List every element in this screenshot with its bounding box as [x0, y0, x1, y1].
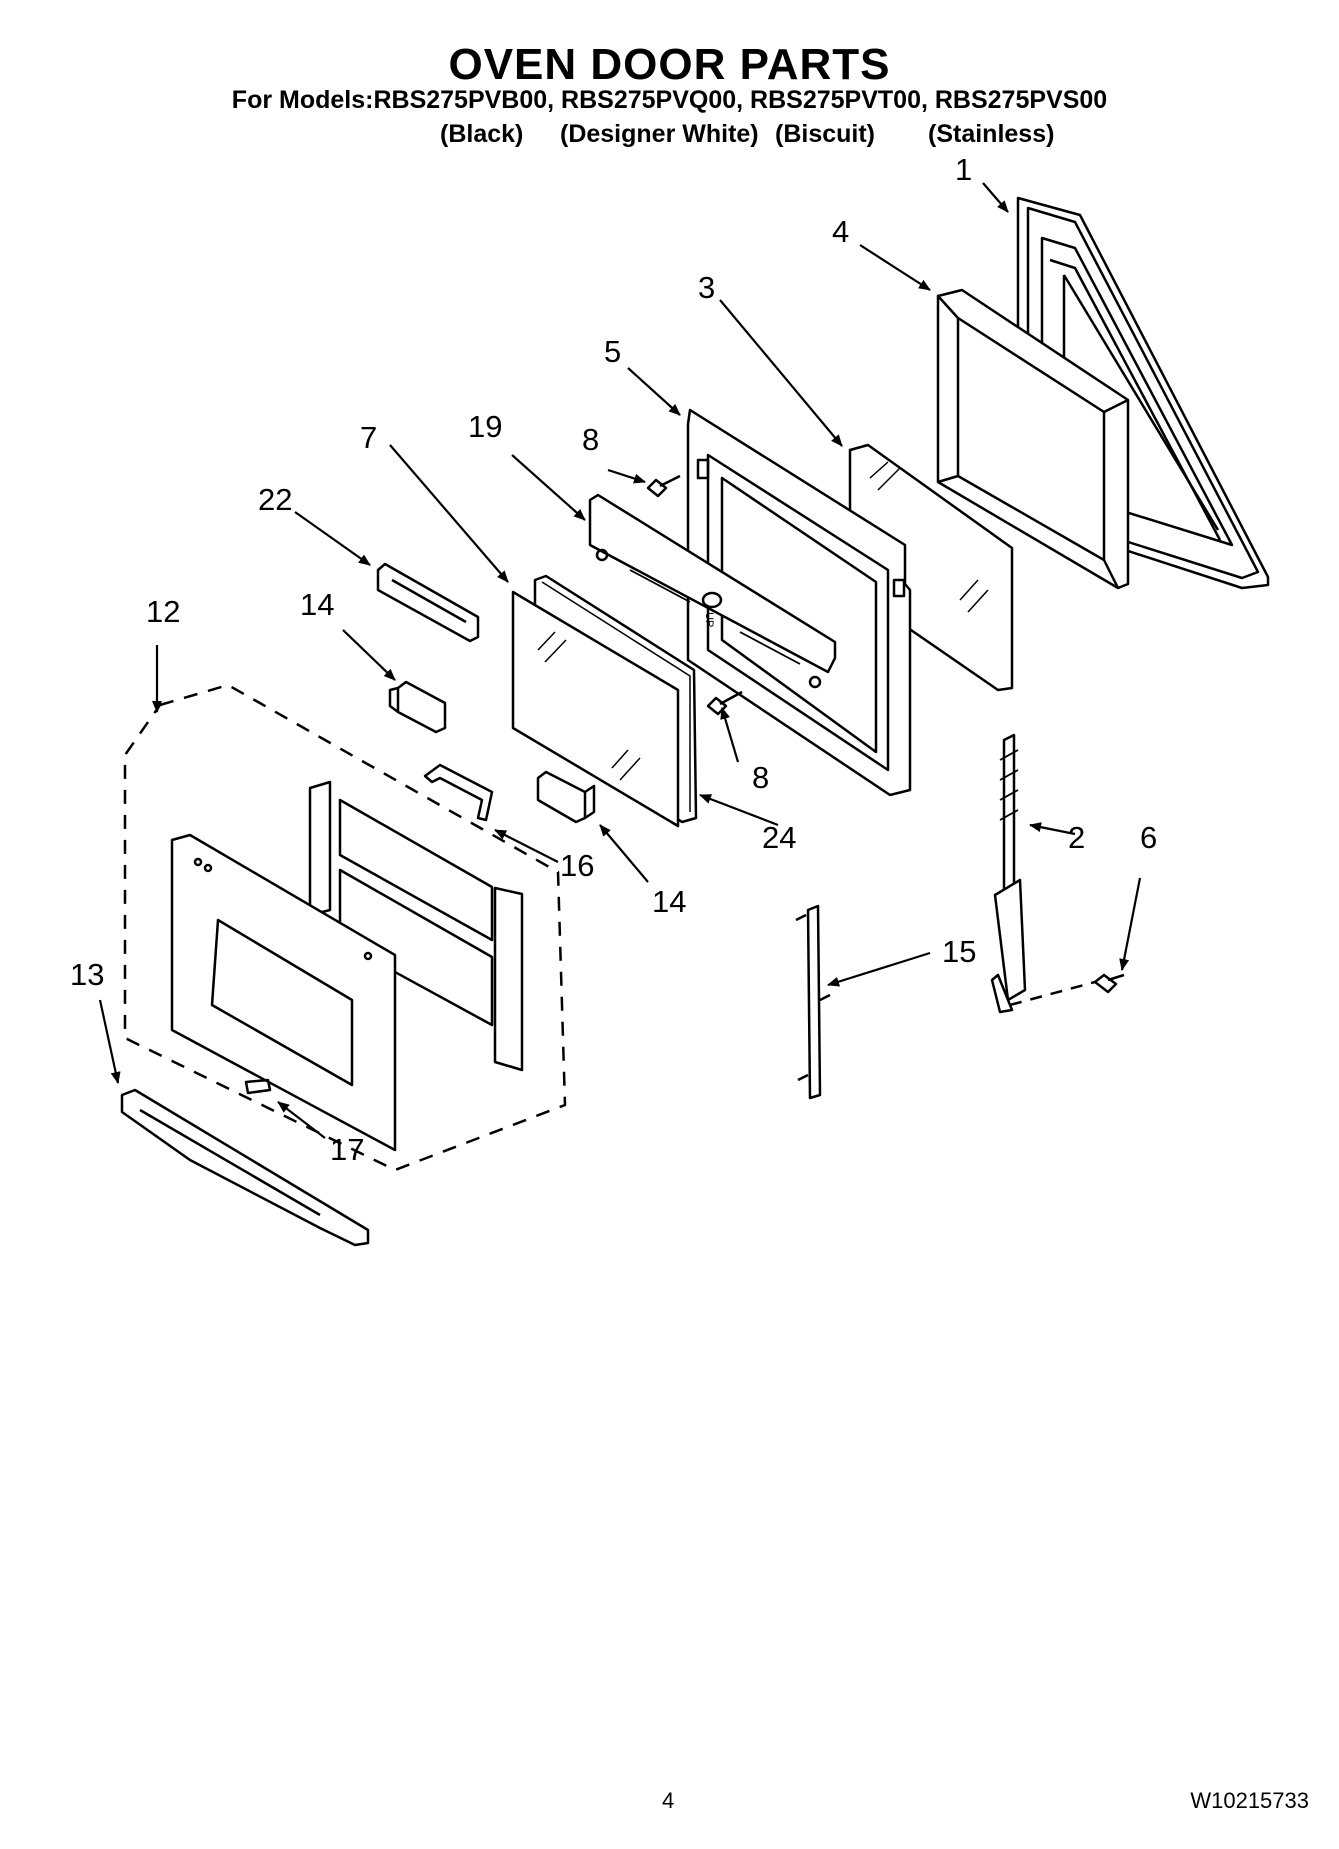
variant-stainless: (Stainless)	[928, 120, 1055, 148]
callout-2: 2	[1068, 820, 1085, 855]
callout-6: 6	[1140, 820, 1157, 855]
callout-3: 3	[698, 270, 715, 305]
callout-22: 22	[258, 482, 292, 517]
callout-4: 4	[832, 214, 849, 249]
part-6-screw	[1093, 973, 1125, 994]
part-13-door-handle	[120, 1088, 370, 1247]
part-7-inner-door-glass	[511, 590, 680, 828]
callout-14-upper: 14	[300, 587, 334, 622]
callout-19: 19	[468, 409, 502, 444]
callout-5: 5	[604, 334, 621, 369]
callout-numbers: 1 4 3 5 19 8 7 22 14 12 8 24 2 6 16 14 1…	[70, 152, 1157, 1167]
variant-designer-white: (Designer White)	[560, 120, 759, 148]
callout-17: 17	[330, 1132, 364, 1167]
variant-black: (Black)	[440, 120, 524, 148]
outer-door-frame	[308, 780, 524, 1072]
callout-leader-lines	[98, 182, 1142, 1139]
part-15-door-spring	[795, 904, 831, 1100]
up-marking: UP	[703, 612, 715, 627]
callout-1: 1	[955, 152, 972, 187]
document-number: W10215733	[1190, 1788, 1309, 1813]
variant-biscuit: (Biscuit)	[775, 120, 875, 148]
part-12-door-assembly-boundary	[123, 683, 567, 1172]
part-8-screw-upper	[646, 474, 681, 498]
callout-8-lower: 8	[752, 760, 769, 795]
part-2-hinge	[990, 733, 1027, 1014]
page-number: 4	[662, 1788, 675, 1813]
part-8-screw-lower	[706, 690, 743, 716]
hinge-screw-guide-line	[1009, 980, 1096, 1007]
callout-13: 13	[70, 957, 104, 992]
part-17-badge	[244, 1078, 272, 1095]
callout-14-lower: 14	[652, 884, 686, 919]
callout-24: 24	[762, 820, 796, 855]
model-list: For Models:RBS275PVB00, RBS275PVQ00, RBS…	[231, 86, 1108, 114]
part-14-bracket-lower	[536, 770, 596, 824]
page-title: OVEN DOOR PARTS	[448, 40, 891, 89]
callout-16: 16	[560, 848, 594, 883]
callout-8-upper: 8	[582, 422, 599, 457]
callout-7: 7	[360, 420, 377, 455]
part-19-heat-deflector	[588, 493, 837, 689]
part-14-bracket-upper	[388, 680, 447, 734]
callout-12: 12	[146, 594, 180, 629]
part-4-gasket-frame	[936, 288, 1130, 590]
part-22-hinge-bracket	[376, 562, 480, 643]
callout-15: 15	[942, 934, 976, 969]
part-16-handle-bracket	[423, 763, 494, 822]
outer-door-panel	[170, 833, 397, 1152]
